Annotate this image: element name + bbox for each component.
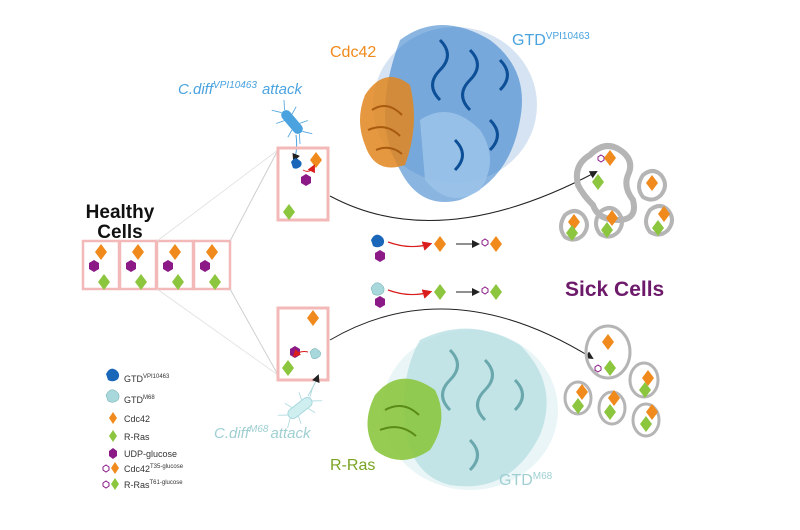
rras-structure-label: R-Ras [330,457,375,474]
infected-cell-bottom [276,306,330,382]
cdc42-structure-label: Cdc42 [330,44,376,61]
svg-text:Cdc42: Cdc42 [124,414,150,424]
healthy-cell-4 [192,239,232,291]
legend-item-udp-glucose: UDP-glucose [109,448,177,459]
sick-cells-title: Sick Cells [565,278,664,301]
connector-bottom-2 [156,288,279,376]
gtd-vpi10463-structure-label: GTDVPI10463 [512,31,590,49]
reaction-vpi10463 [371,234,502,262]
gtd-m68-structure-label: GTDM68 [499,471,553,489]
legend-item-gtd-vpi10463: GTDVPI10463 [106,368,170,384]
svg-text:R-Ras: R-Ras [124,432,150,442]
legend-item-rras-glucose: R-RasT61-glucose [102,478,183,490]
connector-top-2 [156,149,279,242]
red-arrow-bottom-cell [292,348,309,358]
healthy-title-line2: Cells [97,222,142,243]
healthy-title-line1: Healthy [86,202,155,223]
legend-item-gtd-m68: GTDM68 [105,389,155,405]
bacterium-m68-icon [277,388,323,428]
healthy-cells-group [81,239,232,291]
infected-cell-top [276,146,330,222]
top-flow-arrow [329,171,598,221]
bottom-flow-arrow [329,308,594,360]
connector-bottom [229,288,279,376]
reaction-m68 [370,282,502,308]
bacterium-vpi10463-icon [271,99,313,145]
connector-top [229,149,279,242]
cdc42-gtd-vpi10463-structure [360,25,537,202]
bacterium-bottom-arrow [307,374,320,397]
red-arrow-top-cell [302,164,315,174]
svg-text:GTDVPI10463: GTDVPI10463 [124,374,170,384]
svg-text:Cdc42T35-glucose: Cdc42T35-glucose [124,464,184,474]
svg-text:GTDM68: GTDM68 [124,395,155,405]
legend-item-cdc42-glucose: Cdc42T35-glucose [102,462,184,474]
sick-cells-irregular-group [559,143,674,242]
rras-gtd-m68-structure [367,328,558,490]
gtd-vpi10463-icon [291,158,302,169]
legend-item-cdc42: Cdc42 [109,412,150,424]
svg-text:UDP-glucose: UDP-glucose [124,449,177,459]
sick-cells-round-group [563,324,661,438]
legend: GTDVPI10463 GTDM68 Cdc42 R-Ras UDP-gluco… [102,368,184,490]
svg-text:R-RasT61-glucose: R-RasT61-glucose [124,480,183,490]
gtd-m68-icon [309,348,321,359]
legend-item-rras: R-Ras [109,430,150,442]
